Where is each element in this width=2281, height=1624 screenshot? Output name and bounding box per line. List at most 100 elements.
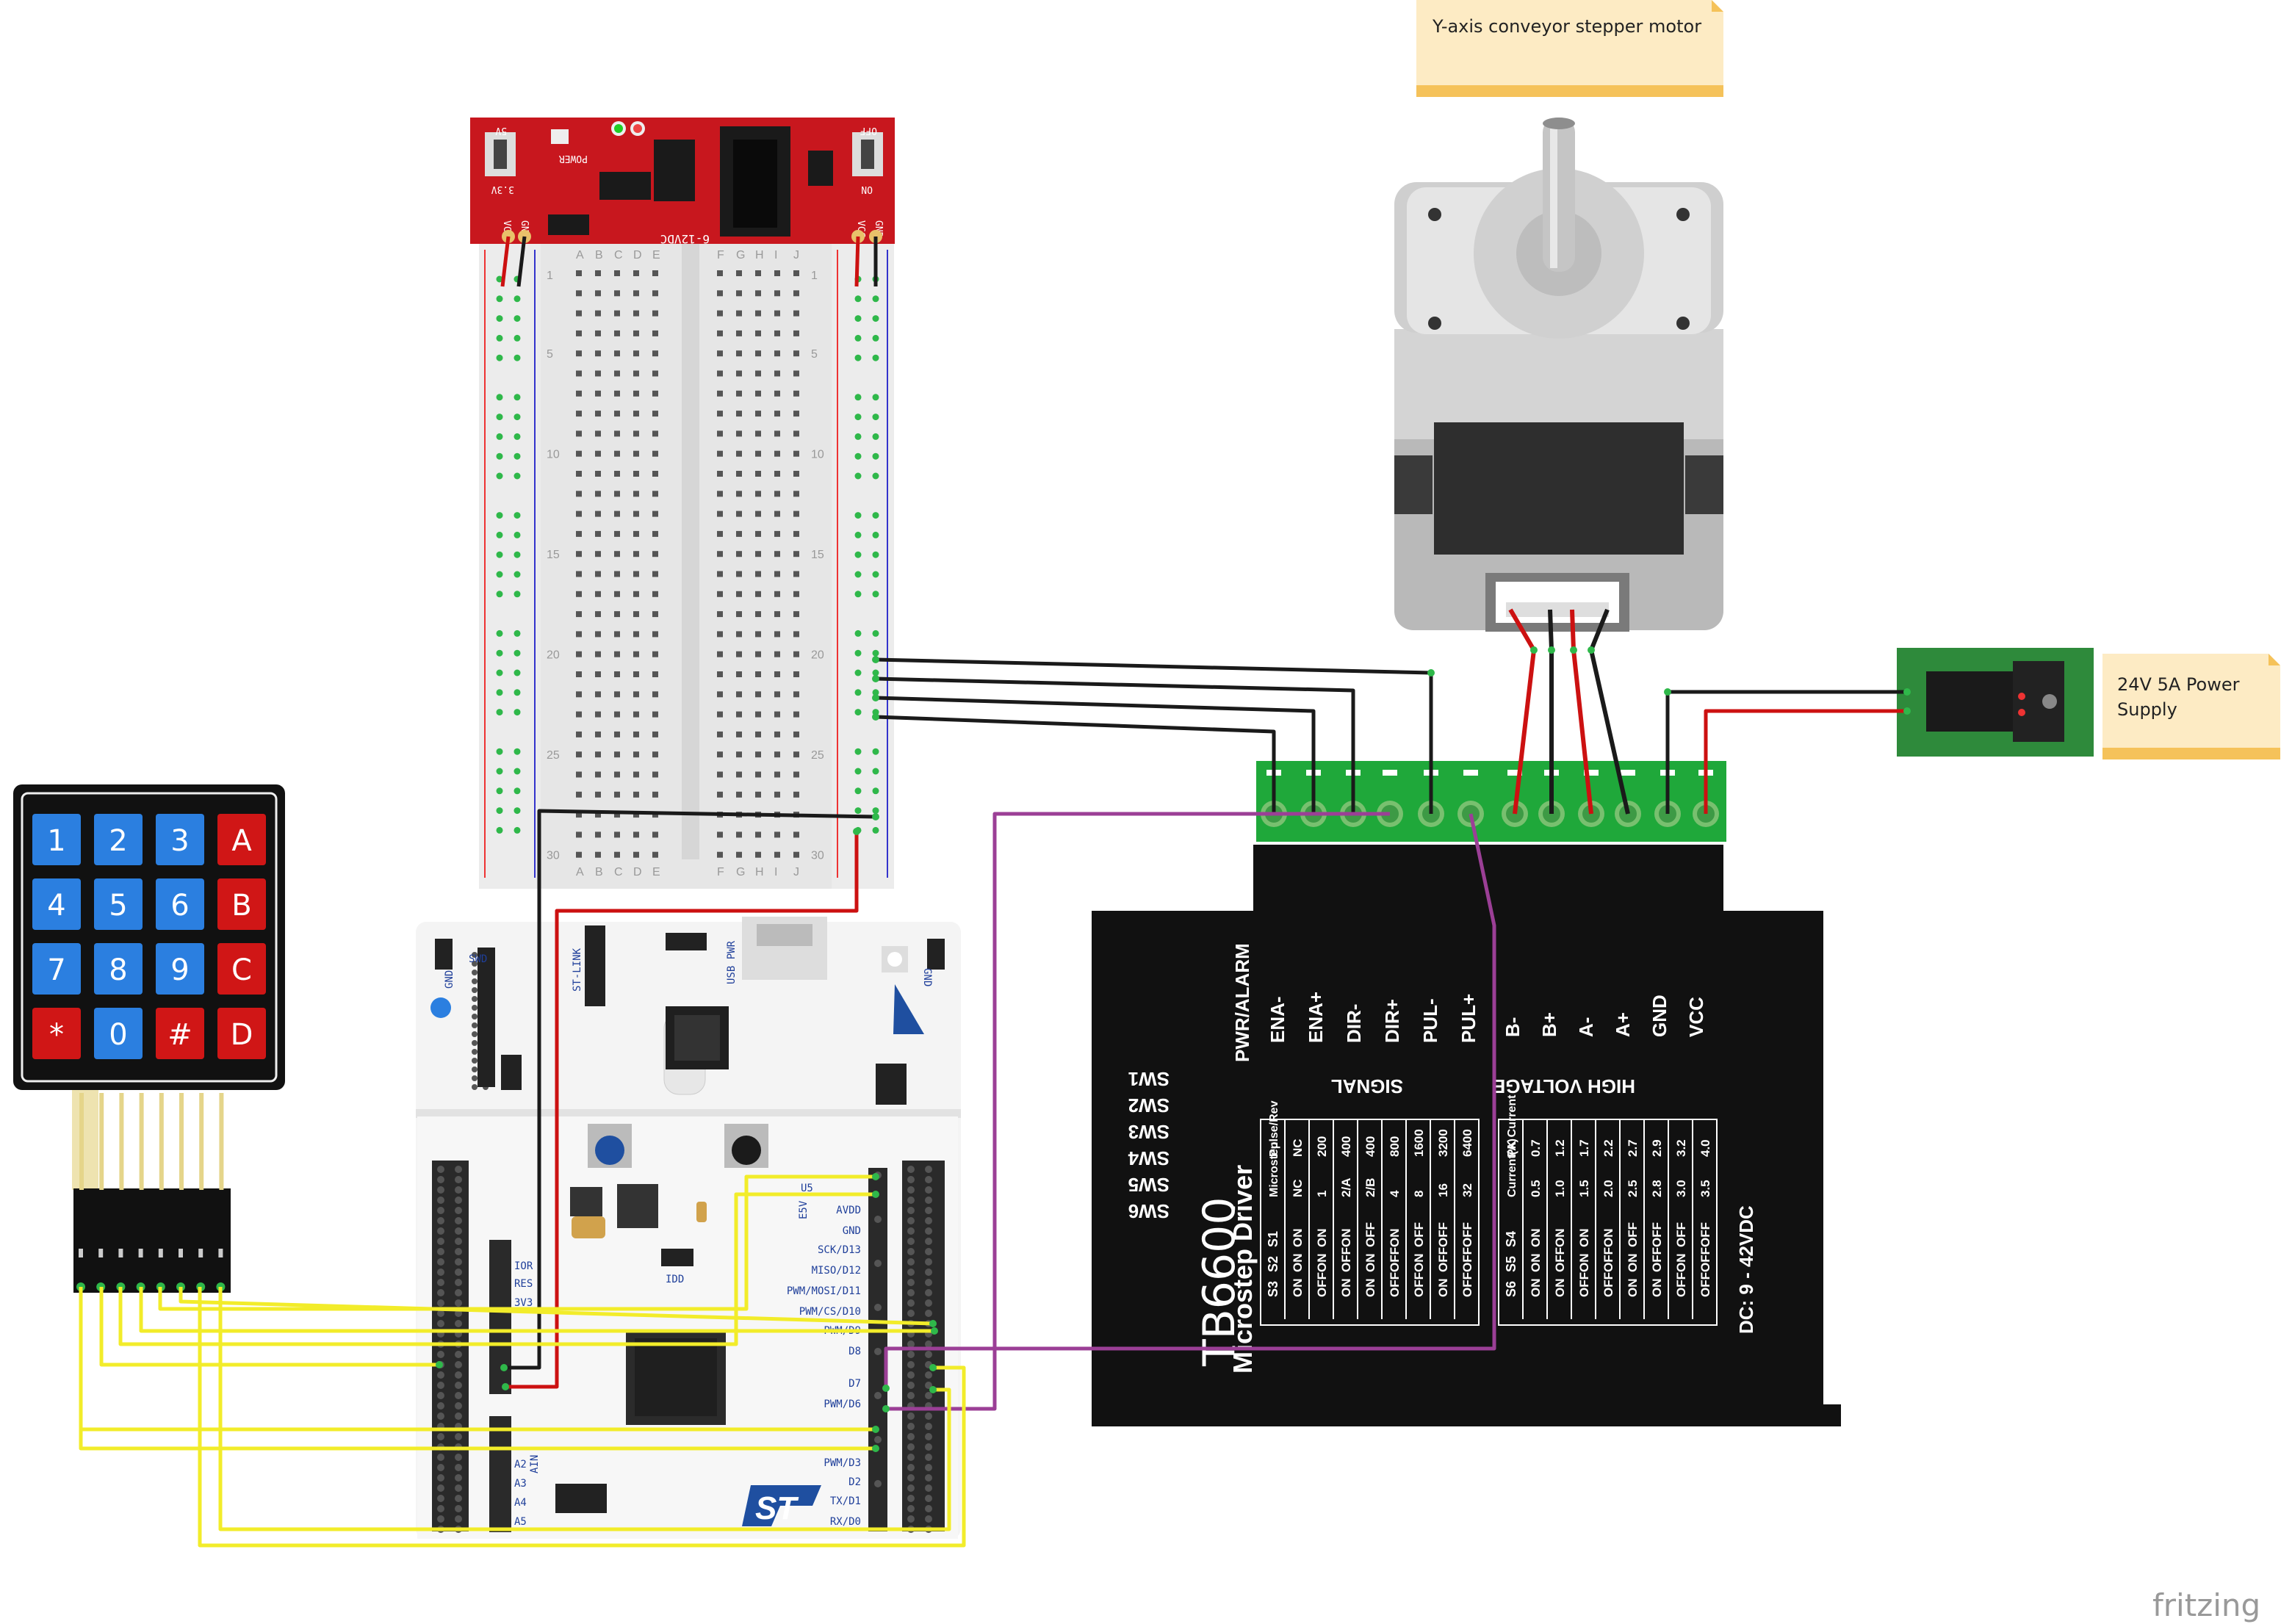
keypad-key-label: 9 (170, 953, 189, 987)
current-table-cell: 2.8 (1650, 1180, 1664, 1197)
tb-title: TB6600 (1194, 1197, 1245, 1367)
bb-col-label: B (595, 866, 603, 878)
current-table-cell: OFF (1650, 1222, 1664, 1247)
power-module-power-label: POWER (559, 153, 588, 164)
microstep-table-cell: OFF (1436, 1247, 1450, 1272)
microstep-table-cell: ON (1291, 1254, 1305, 1273)
wire-power-right-red (854, 236, 860, 287)
psu-jack (1897, 648, 2094, 757)
nucleo-left-label: IOR (514, 1260, 533, 1272)
current-table-cell: ON (1650, 1279, 1664, 1298)
wire-psu-red (1704, 709, 1907, 814)
current-table-cell: OFF (1698, 1272, 1712, 1297)
bb-col-label: I (774, 249, 777, 261)
nucleo-right-label: D7 (848, 1378, 861, 1390)
bb-col-label: H (755, 866, 764, 878)
nucleo-right-label: RX/D0 (830, 1516, 861, 1528)
tb-hv-pin: A+ (1612, 1012, 1634, 1037)
keypad-key[interactable] (156, 878, 204, 930)
keypad-key[interactable] (217, 878, 266, 930)
microstep-table-cell: 2/B (1363, 1178, 1377, 1197)
microstep-table-cell: ON (1363, 1279, 1377, 1298)
current-table-header: Current(A) (1506, 1138, 1518, 1197)
current-table-cell: ON (1626, 1254, 1640, 1273)
keypad-key-label: 3 (170, 824, 189, 858)
nucleo-board: ST AVDDGNDSCK/D13MISO/D12PWM/MOSI/D11PWM… (416, 917, 961, 1539)
keypad-key[interactable] (32, 814, 81, 865)
keypad-key[interactable] (94, 1008, 143, 1059)
power-module-on: ON (861, 184, 873, 195)
current-table-cell: ON (1577, 1229, 1591, 1248)
microstep-table-cell: 3200 (1436, 1129, 1450, 1157)
keypad-key[interactable] (217, 943, 266, 995)
keypad-key-label: 0 (109, 1018, 127, 1052)
current-table-cell: ON (1553, 1229, 1567, 1248)
current-table-cell: OFF (1674, 1272, 1688, 1297)
microstep-table-cell: ON (1363, 1254, 1377, 1273)
tb-switch-label: SW5 (1128, 1174, 1170, 1196)
nucleo-idd-label: IDD (666, 1274, 684, 1285)
keypad-key[interactable] (32, 878, 81, 930)
bb-row-label: 30 (547, 850, 560, 862)
keypad-key[interactable] (94, 878, 143, 930)
psu-note-line2: Supply (2117, 699, 2177, 720)
current-table-cell: ON (1674, 1254, 1688, 1273)
bb-col-label: A (576, 866, 584, 878)
keypad-key[interactable] (156, 814, 204, 865)
microstep-table-cell: 1 (1315, 1191, 1329, 1197)
current-table-cell: 0.5 (1529, 1180, 1543, 1197)
nucleo-right-label: D8 (848, 1346, 861, 1357)
nucleo-e5v-label: E5V (798, 1200, 810, 1219)
keypad-key[interactable] (94, 814, 143, 865)
keypad-key-label: * (49, 1018, 64, 1052)
current-table-cell: 3.5 (1698, 1180, 1712, 1197)
keypad-key[interactable] (156, 1008, 204, 1059)
keypad-key[interactable] (217, 814, 266, 865)
current-table-cell: ON (1529, 1229, 1543, 1248)
microstep-table-cell: OFF (1388, 1272, 1402, 1297)
microstep-table-cell: OFF (1363, 1222, 1377, 1247)
microstep-table-cell: ON (1291, 1229, 1305, 1248)
bb-row-label: 15 (811, 549, 824, 561)
keypad-key-label: A (231, 824, 252, 858)
bb-col-label: C (614, 866, 623, 878)
nucleo-gnd-label-2: GND (921, 968, 933, 986)
current-table-cell: OFF (1698, 1247, 1712, 1272)
keypad-key-label: 7 (47, 953, 65, 987)
power-module-model: 6-12VDC (660, 232, 710, 246)
bb-col-label: A (576, 249, 584, 261)
nucleo-right-label: GND (843, 1225, 861, 1237)
bb-col-label: J (793, 866, 799, 878)
nucleo-right-label: PWM/CS/D10 (799, 1306, 861, 1318)
power-module-off: OFF (860, 125, 877, 136)
psu-note-line1: 24V 5A Power (2117, 674, 2240, 695)
keypad-key-label: 8 (109, 953, 127, 987)
microstep-table-cell: ON (1436, 1279, 1450, 1298)
microstep-table-cell: OFF (1460, 1247, 1474, 1272)
microstep-table-cell: OFF (1460, 1272, 1474, 1297)
microstep-table-cell: 1600 (1412, 1129, 1426, 1157)
microstep-table-cell: ON (1315, 1254, 1329, 1273)
keypad-key[interactable] (32, 1008, 81, 1059)
keypad-key[interactable] (32, 943, 81, 995)
keypad-key[interactable] (217, 1008, 266, 1059)
microstep-table-cell: 800 (1388, 1136, 1402, 1157)
keypad-key[interactable] (94, 943, 143, 995)
current-table-cell: OFF (1553, 1247, 1567, 1272)
bb-col-label: D (633, 866, 642, 878)
microstep-table-cell: OFF (1436, 1222, 1450, 1247)
current-table-cell: ON (1529, 1254, 1543, 1273)
bb-col-label: J (793, 249, 799, 261)
tb-pwr-alarm: PWR/ALARM (1231, 943, 1253, 1062)
bb-row-label: 1 (547, 270, 553, 282)
keypad-key[interactable] (156, 943, 204, 995)
tb-signal-pin: DIR- (1343, 1004, 1365, 1043)
nucleo-gnd-label: GND (444, 970, 455, 989)
current-table-cell: 1.7 (1577, 1139, 1591, 1157)
bb-row-label: 30 (811, 850, 824, 862)
tb-switch-label: SW4 (1128, 1147, 1170, 1169)
bb-col-label: F (717, 866, 724, 878)
tb-switch-label: SW1 (1128, 1068, 1170, 1090)
